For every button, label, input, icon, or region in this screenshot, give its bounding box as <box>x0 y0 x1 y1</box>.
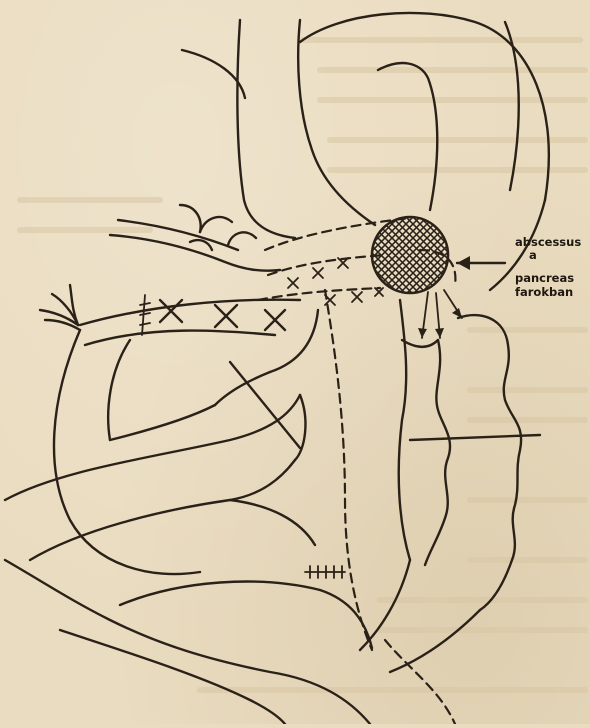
annotation-line-abscessus: abscessus <box>515 235 581 249</box>
descending-colon <box>360 300 521 672</box>
annotation-line-a: a <box>529 248 537 262</box>
efferent-limb-dashed <box>325 290 455 724</box>
abscess-pointer-arrow <box>457 256 505 270</box>
left-vessel-fork <box>40 285 80 330</box>
abscess-mass <box>372 217 448 293</box>
incision-lines <box>230 362 540 448</box>
anastomosis-stitches <box>305 566 345 578</box>
annotation-line-farokban: farokban <box>515 285 573 299</box>
esophagus <box>237 20 375 238</box>
abscess-annotation: abscessus a pancreas farokban <box>515 235 581 299</box>
reverse-side-bleed-through <box>20 40 585 690</box>
drainage-arrows <box>418 290 462 338</box>
lower-bowel-loops <box>5 560 370 724</box>
annotation-line-pancreas: pancreas <box>515 271 574 285</box>
celiac-vessel-branches <box>110 205 280 271</box>
jejunum-loops <box>5 395 372 648</box>
mesocolon-band <box>80 300 300 345</box>
stomach-body <box>54 310 318 574</box>
